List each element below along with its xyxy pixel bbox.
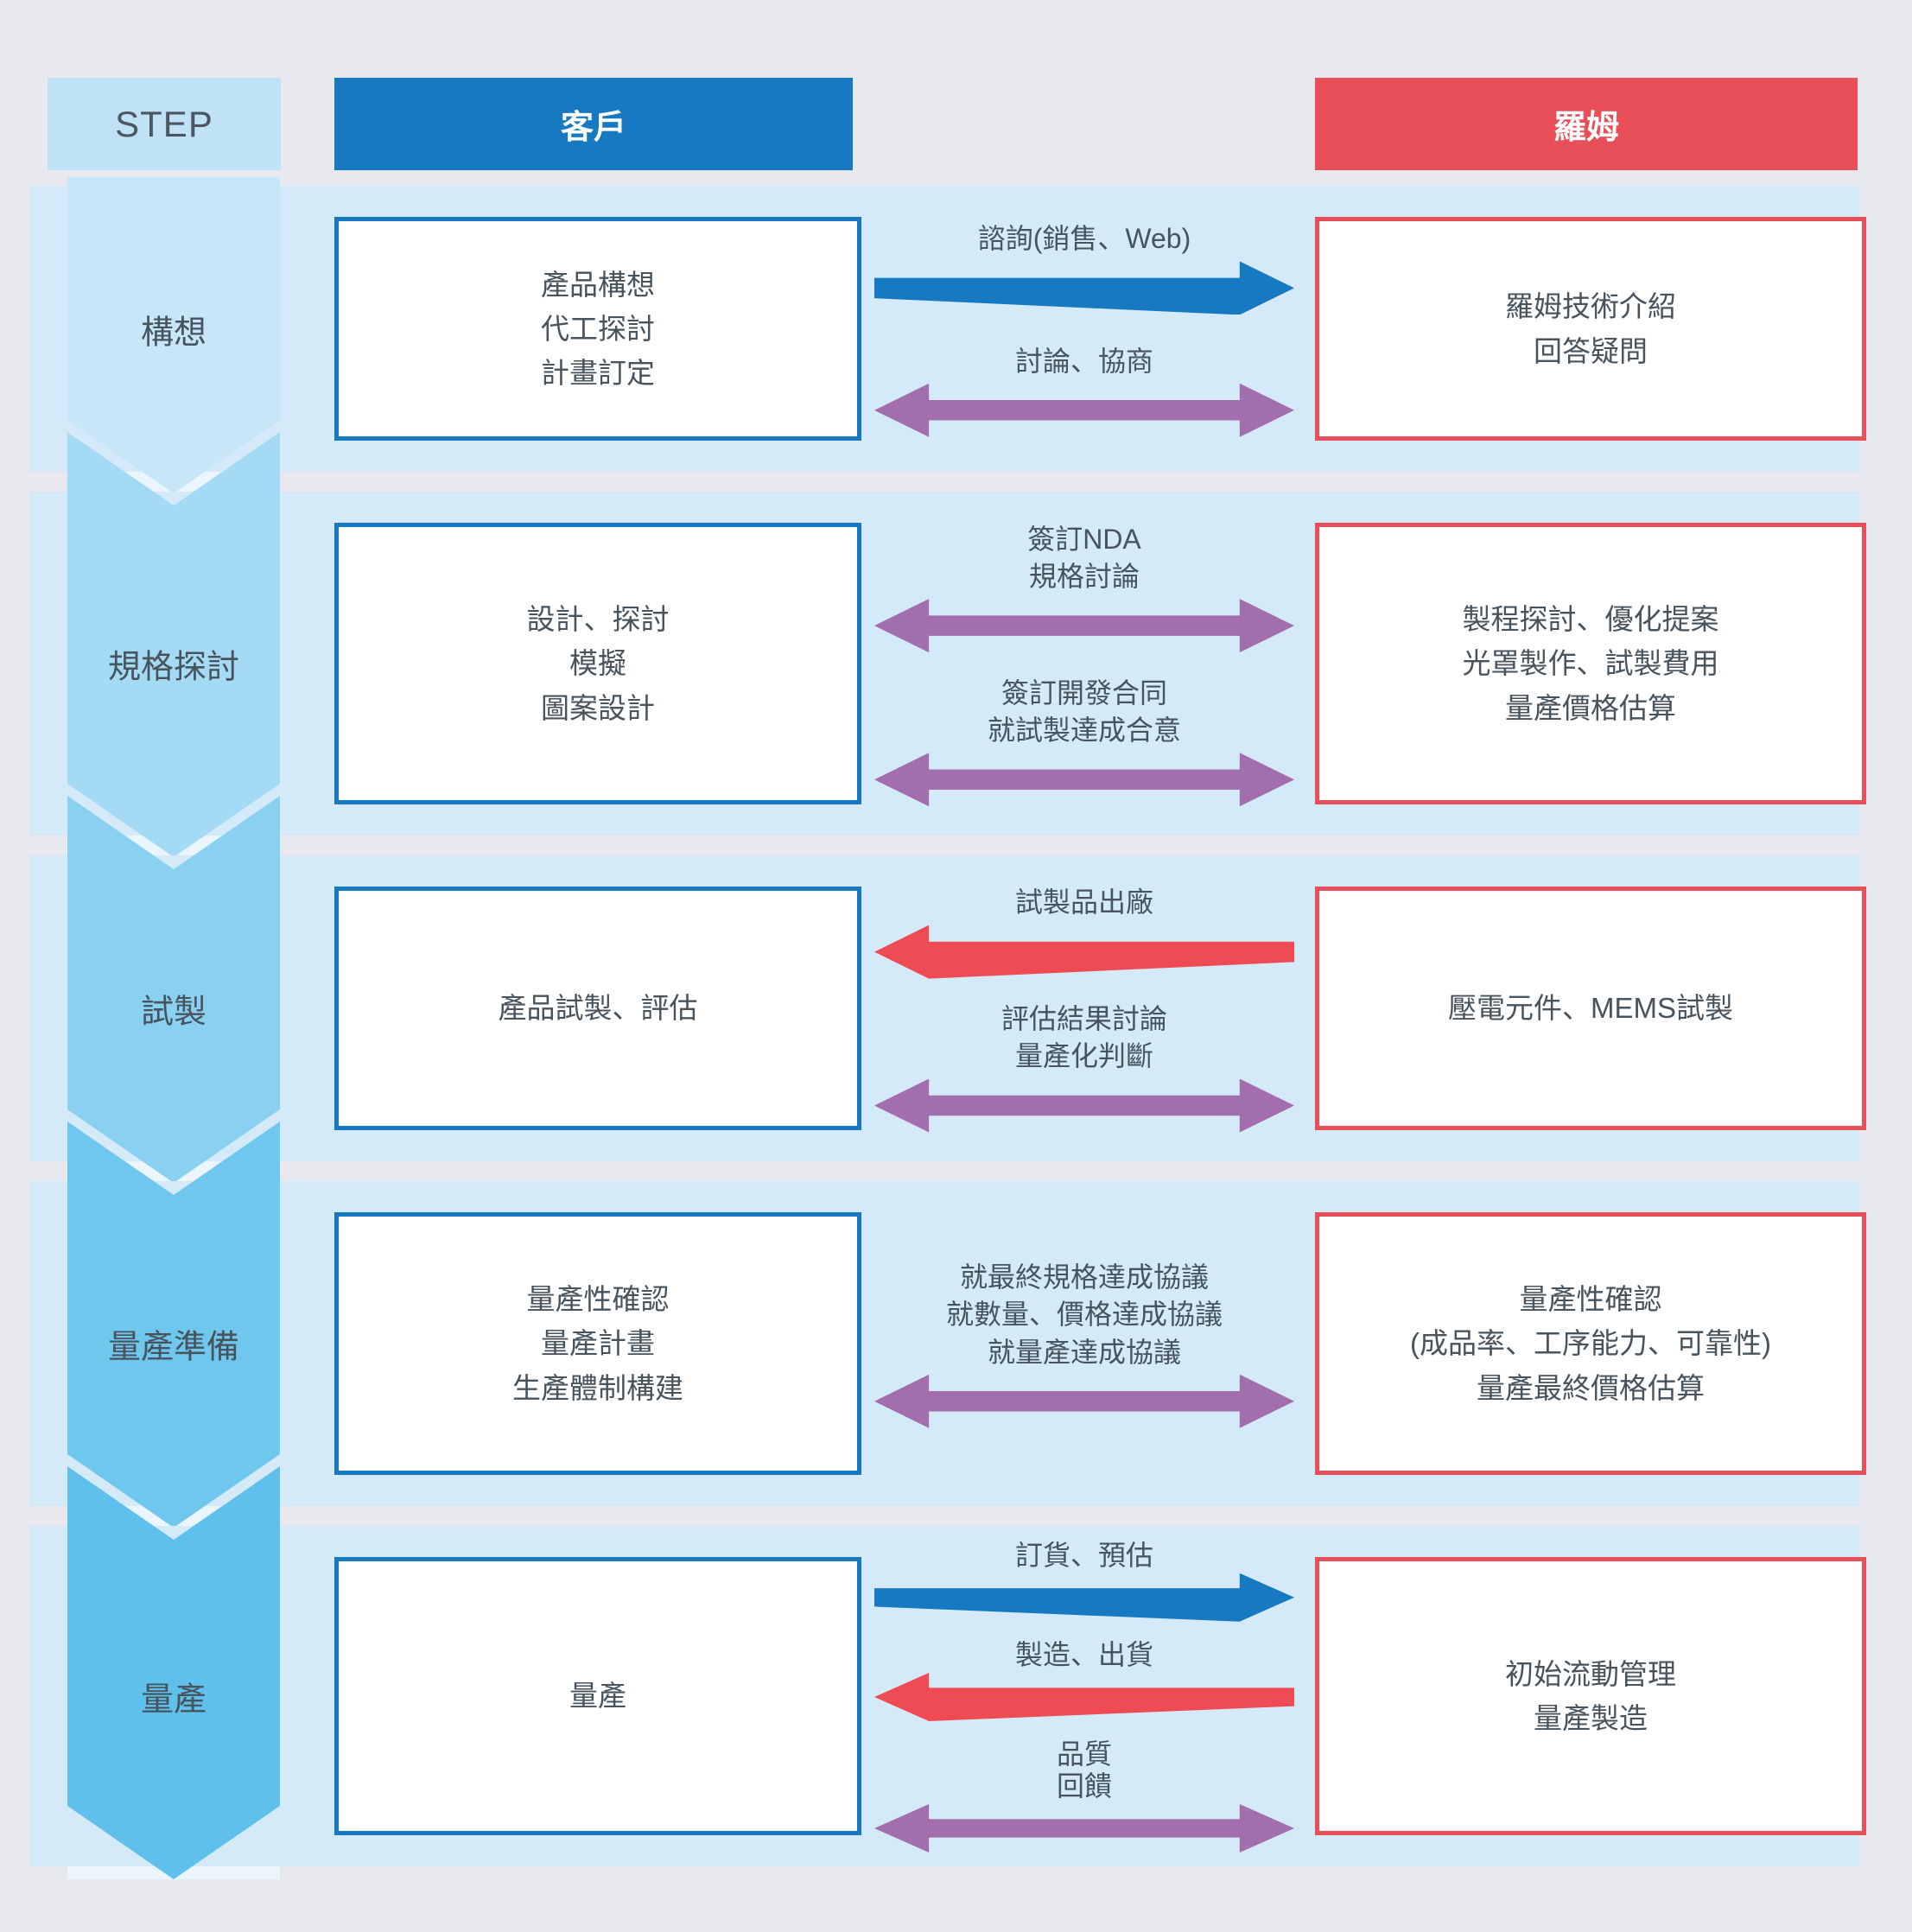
- arrow-label: 諮詢(銷售、Web): [978, 220, 1191, 257]
- step-chevron: 構想: [67, 177, 280, 493]
- arrow-label: 討論、協商: [1015, 343, 1153, 380]
- flow-arrow-left-icon: [874, 925, 1294, 979]
- arrow-label-line: 量產化判斷: [1014, 1040, 1153, 1072]
- arrow-group: 討論、協商: [874, 343, 1294, 437]
- customer-column-header-label: 客戶: [560, 110, 626, 146]
- arrow-label-line: 規格討論: [1028, 560, 1140, 592]
- rohm-column-header: 羅姆: [1315, 78, 1858, 170]
- rohm-box: 壓電元件、MEMS試製: [1315, 887, 1866, 1130]
- customer-box: 設計、探討模擬圖案設計: [334, 523, 861, 804]
- arrow-group: 試製品出廠: [874, 884, 1294, 979]
- arrow-label-line: 簽訂開發合同: [1000, 677, 1167, 709]
- arrow-zone: 諮詢(銷售、Web) 討論、協商: [874, 193, 1294, 465]
- arrow-group: 評估結果討論量產化判斷: [874, 1001, 1294, 1133]
- rohm-box-line: 羅姆技術介紹: [1505, 290, 1676, 323]
- customer-box-line: 量產: [569, 1680, 626, 1713]
- flow-arrow-both-icon: [874, 599, 1294, 653]
- customer-box: 產品構想代工探討計畫訂定: [334, 217, 861, 441]
- customer-box-line: 產品構想: [541, 268, 655, 301]
- customer-box-line: 生產體制構建: [512, 1371, 683, 1404]
- rohm-box-line: 初始流動管理: [1505, 1657, 1676, 1690]
- arrow-label-line: 品質: [1056, 1738, 1112, 1770]
- arrow-label: 品質回饋: [1057, 1738, 1112, 1802]
- arrow-label: 試製品出廠: [1015, 884, 1153, 921]
- arrow-label-line: 簽訂NDA: [1027, 523, 1141, 555]
- arrow-group: 諮詢(銷售、Web): [874, 220, 1294, 315]
- flow-arrow-both-icon: [874, 753, 1294, 807]
- customer-box-line: 圖案設計: [541, 691, 655, 724]
- rohm-box-line: 量產最終價格估算: [1477, 1371, 1705, 1404]
- rohm-box: 羅姆技術介紹回答疑問: [1315, 217, 1866, 441]
- arrow-label: 製造、出貨: [1015, 1639, 1153, 1671]
- arrow-label-line: 諮詢(銷售、Web): [977, 223, 1191, 255]
- step-label: 試製: [140, 994, 206, 1031]
- arrow-zone: 訂貨、預估製造、出貨品質回饋: [874, 1533, 1294, 1859]
- flow-arrow-right-icon: [874, 261, 1294, 315]
- step-label: 量產: [140, 1681, 206, 1719]
- rohm-box-line: 壓電元件、MEMS試製: [1448, 992, 1733, 1025]
- arrow-label-line: 評估結果討論: [1000, 1003, 1167, 1035]
- customer-box-line: 設計、探討: [526, 603, 670, 636]
- customer-column-header: 客戶: [334, 78, 853, 170]
- arrow-label-line: 試製品出廠: [1014, 887, 1153, 918]
- arrow-label-line: 製造、出貨: [1014, 1639, 1153, 1671]
- rohm-box-line: 量產價格估算: [1505, 691, 1676, 724]
- rohm-box-line: 光罩製作、試製費用: [1462, 647, 1719, 680]
- arrow-label-line: 回饋: [1056, 1770, 1112, 1802]
- arrow-zone: 簽訂NDA 規格討論簽訂開發合同就試製達成合意: [874, 499, 1294, 829]
- rohm-box: 製程探討、優化提案光罩製作、試製費用量產價格估算: [1315, 523, 1866, 804]
- arrow-label-line: 就量產達成協議: [987, 1336, 1181, 1368]
- arrow-zone: 試製品出廠評估結果討論量產化判斷: [874, 862, 1294, 1154]
- customer-box-line: 量產計畫: [541, 1327, 655, 1360]
- arrow-label: 就最終規格達成協議就數量、價格達成協議就量產達成協議: [946, 1259, 1223, 1371]
- arrow-label: 評估結果討論量產化判斷: [1001, 1001, 1167, 1075]
- rohm-box-line: 製程探討、優化提案: [1462, 603, 1719, 636]
- rohm-box-line: 回答疑問: [1534, 334, 1648, 367]
- step-column-header: STEP: [48, 78, 281, 170]
- flow-arrow-right-icon: [874, 1573, 1294, 1622]
- step-column-header-label: STEP: [115, 103, 213, 144]
- rohm-box-line: 量產製造: [1534, 1702, 1648, 1734]
- flow-arrow-both-icon: [874, 383, 1294, 437]
- customer-box-line: 代工探討: [541, 312, 655, 345]
- rohm-box-line: (成品率、工序能力、可靠性): [1410, 1327, 1771, 1360]
- step-label: 規格探討: [107, 649, 239, 686]
- customer-box-line: 量產性確認: [526, 1283, 670, 1316]
- flow-arrow-both-icon: [874, 1804, 1294, 1853]
- customer-box-line: 產品試製、評估: [498, 992, 698, 1025]
- step-chevron: 量產準備: [67, 1122, 280, 1528]
- rohm-column-header-label: 羅姆: [1553, 110, 1619, 146]
- flow-arrow-both-icon: [874, 1078, 1294, 1133]
- arrow-group: 訂貨、預估: [874, 1540, 1294, 1622]
- arrow-group: 品質回饋: [874, 1738, 1294, 1853]
- customer-box: 產品試製、評估: [334, 887, 861, 1130]
- arrow-label: 訂貨、預估: [1015, 1540, 1153, 1572]
- arrow-label-line: 就數量、價格達成協議: [945, 1299, 1223, 1331]
- step-label: 構想: [140, 315, 206, 351]
- arrow-group: 簽訂開發合同就試製達成合意: [874, 675, 1294, 807]
- arrow-group: 簽訂NDA 規格討論: [874, 521, 1294, 653]
- rohm-box-line: 量產性確認: [1519, 1283, 1662, 1316]
- customer-box-line: 模擬: [569, 647, 626, 680]
- step-label: 量產準備: [107, 1329, 239, 1366]
- arrow-zone: 就最終規格達成協議就數量、價格達成協議就量產達成協議: [874, 1188, 1294, 1499]
- flow-arrow-left-icon: [874, 1673, 1294, 1721]
- arrow-group: 就最終規格達成協議就數量、價格達成協議就量產達成協議: [874, 1259, 1294, 1428]
- arrow-label-line: 就試製達成合意: [987, 715, 1181, 747]
- flow-arrow-both-icon: [874, 1374, 1294, 1428]
- customer-box: 量產性確認量產計畫生產體制構建: [334, 1212, 861, 1475]
- rohm-box: 量產性確認 (成品率、工序能力、可靠性) 量產最終價格估算: [1315, 1212, 1866, 1475]
- arrow-label-line: 訂貨、預估: [1014, 1540, 1153, 1571]
- customer-box-line: 計畫訂定: [541, 357, 655, 390]
- arrow-label: 簽訂開發合同就試製達成合意: [988, 675, 1181, 749]
- arrow-label-line: 討論、協商: [1014, 345, 1153, 377]
- arrow-label: 簽訂NDA 規格討論: [1027, 521, 1141, 595]
- customer-box: 量產: [334, 1557, 861, 1835]
- arrow-label-line: 就最終規格達成協議: [959, 1262, 1209, 1293]
- rohm-box: 初始流動管理量產製造: [1315, 1557, 1866, 1835]
- arrow-group: 製造、出貨: [874, 1639, 1294, 1721]
